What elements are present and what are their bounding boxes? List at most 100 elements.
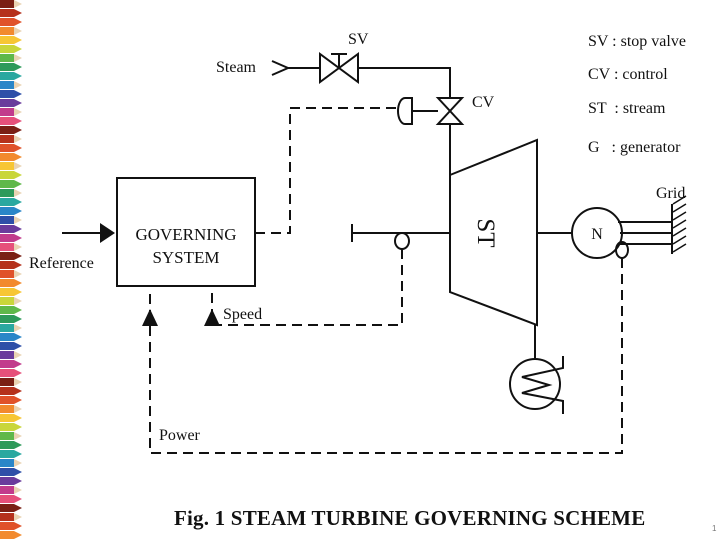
pencil-body <box>0 225 14 233</box>
pencil-body <box>0 198 14 206</box>
pencil-tip <box>14 369 22 377</box>
sv-label: SV <box>348 31 369 48</box>
pencil-stripe-decoration <box>0 0 22 539</box>
pencil-body <box>0 63 14 71</box>
reference-label: Reference <box>29 255 94 272</box>
pencil-body <box>0 0 14 8</box>
control-valve-cv <box>435 97 465 125</box>
pencil-body <box>0 531 14 539</box>
stop-valve-sv <box>319 52 359 84</box>
reference-arrow-head <box>100 223 115 243</box>
power-feedback-line <box>149 258 623 454</box>
pencil-body <box>0 297 14 305</box>
pencil-tip <box>14 414 22 422</box>
pencil-tip <box>14 378 22 386</box>
pencil-tip <box>14 81 22 89</box>
pencil-tip <box>14 270 22 278</box>
pencil-body <box>0 252 14 260</box>
pencil-tip <box>14 126 22 134</box>
pencil-body <box>0 216 14 224</box>
pencil-body <box>0 414 14 422</box>
steam-pipe <box>271 60 320 76</box>
pencil-tip <box>14 261 22 269</box>
steam-turbine-st <box>449 138 538 327</box>
pencil-tip <box>14 234 22 242</box>
pencil-body <box>0 342 14 350</box>
pencil-tip <box>14 27 22 35</box>
pencil-tip <box>14 153 22 161</box>
pencil-body <box>0 261 14 269</box>
pencil-tip <box>14 180 22 188</box>
pencil-body <box>0 432 14 440</box>
pencil-body <box>0 27 14 35</box>
pencil-body <box>0 486 14 494</box>
pencil-tip <box>14 90 22 98</box>
pencil-tip <box>14 306 22 314</box>
legend-item-cv: CV : control <box>588 66 668 83</box>
pencil-body <box>0 243 14 251</box>
page-number: 1 <box>712 524 717 533</box>
pencil-tip <box>14 495 22 503</box>
pencil-tip <box>14 225 22 233</box>
pencil-body <box>0 135 14 143</box>
legend-item-g: G : generator <box>588 139 681 156</box>
speed-sensor <box>394 232 410 250</box>
pencil-tip <box>14 108 22 116</box>
pencil-tip <box>14 54 22 62</box>
pencil-tip <box>14 468 22 476</box>
pencil-tip <box>14 207 22 215</box>
speed-feedback-line <box>211 249 403 326</box>
pencil-tip <box>14 288 22 296</box>
legend: SV : stop valve CV : control ST : stream… <box>588 33 686 156</box>
pencil-body <box>0 126 14 134</box>
pencil-tip <box>14 423 22 431</box>
pencil-body <box>0 72 14 80</box>
pencil-tip <box>14 315 22 323</box>
pencil-tip <box>14 36 22 44</box>
speed-arrow-head <box>204 309 220 326</box>
pencil-body <box>0 333 14 341</box>
pencil-body <box>0 315 14 323</box>
pencil-tip <box>14 351 22 359</box>
pencil-body <box>0 279 14 287</box>
pencil-body <box>0 360 14 368</box>
pencil-body <box>0 45 14 53</box>
condenser <box>509 358 561 410</box>
pencil-tip <box>14 324 22 332</box>
pencil-tip <box>14 162 22 170</box>
pencil-tip <box>14 450 22 458</box>
pencil-body <box>0 162 14 170</box>
pencil-tip <box>14 531 22 539</box>
pencil-body <box>0 495 14 503</box>
condenser-coil <box>521 356 564 414</box>
power-arrow-head <box>142 309 158 326</box>
pencil-body <box>0 54 14 62</box>
pencil-tip <box>14 243 22 251</box>
pencil-tip <box>14 18 22 26</box>
pencil-body <box>0 324 14 332</box>
pencil-body <box>0 189 14 197</box>
pencil-tip <box>14 144 22 152</box>
pencil-tip <box>14 45 22 53</box>
pencil-body <box>0 18 14 26</box>
pencil-body <box>0 513 14 521</box>
pencil-body <box>0 270 14 278</box>
pencil-tip <box>14 117 22 125</box>
pencil-body <box>0 396 14 404</box>
pencil-body <box>0 441 14 449</box>
pencil-body <box>0 378 14 386</box>
pencil-tip <box>14 504 22 512</box>
governing-label-line1: GOVERNING <box>135 225 236 244</box>
pencil-tip <box>14 405 22 413</box>
pencil-body <box>0 450 14 458</box>
pencil-body <box>0 153 14 161</box>
pencil-tip <box>14 171 22 179</box>
speed-label: Speed <box>223 306 262 323</box>
pencil-body <box>0 477 14 485</box>
pencil-body <box>0 234 14 242</box>
generator-symbol-label: N <box>591 226 603 243</box>
pencil-tip <box>14 9 22 17</box>
pencil-body <box>0 387 14 395</box>
cv-label: CV <box>472 94 495 111</box>
pencil-tip <box>14 396 22 404</box>
